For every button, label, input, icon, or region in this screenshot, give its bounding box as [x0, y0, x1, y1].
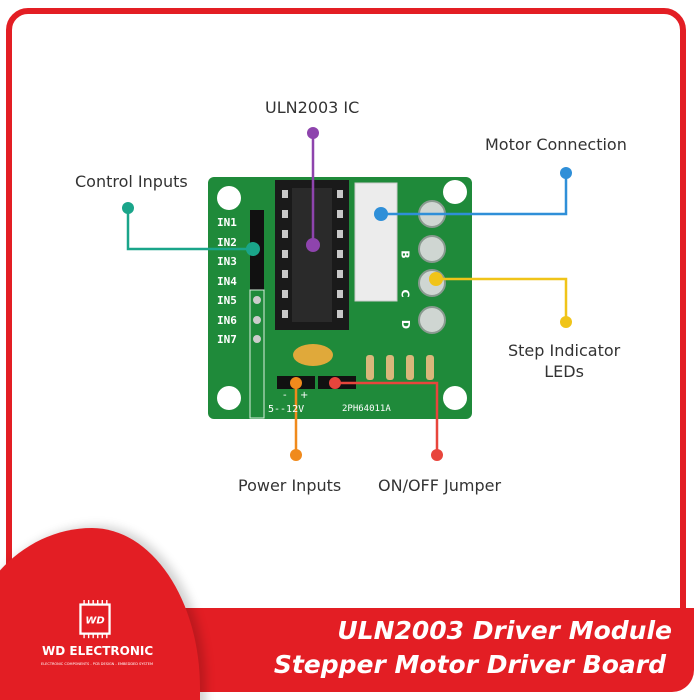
label-in6: IN6 — [217, 313, 237, 327]
callout-leds: Step Indicator LEDs — [508, 340, 620, 382]
wd-chip-logo: WD — [79, 600, 111, 639]
voltage-label: 5--12V — [268, 404, 305, 415]
mount-hole — [217, 386, 241, 410]
ic-pins — [282, 190, 343, 318]
mount-hole — [443, 180, 467, 204]
callout-ic: ULN2003 IC — [265, 98, 360, 117]
polarity-minus: - — [283, 390, 287, 401]
input-labels: IN1 IN2 IN3 IN4 IN5 IN6 IN7 — [217, 213, 237, 350]
callout-leds-line1: Step Indicator — [508, 341, 621, 360]
label-in5: IN5 — [217, 294, 237, 307]
callout-dots — [122, 127, 572, 461]
svg-text:WD: WD — [85, 616, 104, 627]
label-in1: IN1 — [217, 216, 237, 229]
mount-hole — [443, 386, 467, 410]
capacitor — [293, 344, 333, 366]
label-in7: IN7 — [217, 333, 237, 346]
callout-power: Power Inputs — [238, 476, 342, 495]
brand-name: WD ELECTRONIC — [42, 644, 154, 658]
part-number: 2PH64011A — [342, 404, 391, 414]
callout-control: Control Inputs — [75, 172, 188, 191]
led-label-d: D — [399, 319, 413, 330]
led-label-b: B — [398, 250, 412, 259]
label-in4: IN4 — [217, 274, 237, 288]
mount-hole — [217, 186, 241, 210]
motor-connector — [354, 182, 398, 302]
label-in2: IN2 — [217, 235, 237, 249]
label-in3: IN3 — [217, 255, 237, 268]
led-label-c: C — [398, 289, 412, 298]
banner-title-line1: ULN2003 Driver Module — [337, 616, 672, 645]
callout-leds-line2: LEDs — [544, 362, 584, 381]
callout-jumper: ON/OFF Jumper — [378, 476, 502, 495]
brand-tagline: ELECTRONIC COMPONENTS - PCB DESIGN - EMB… — [41, 662, 153, 666]
callout-motor: Motor Connection — [485, 135, 627, 154]
polarity-plus: + — [300, 390, 309, 401]
resistors — [366, 355, 434, 380]
banner-title-line2: Stepper Motor Driver Board — [273, 650, 666, 679]
